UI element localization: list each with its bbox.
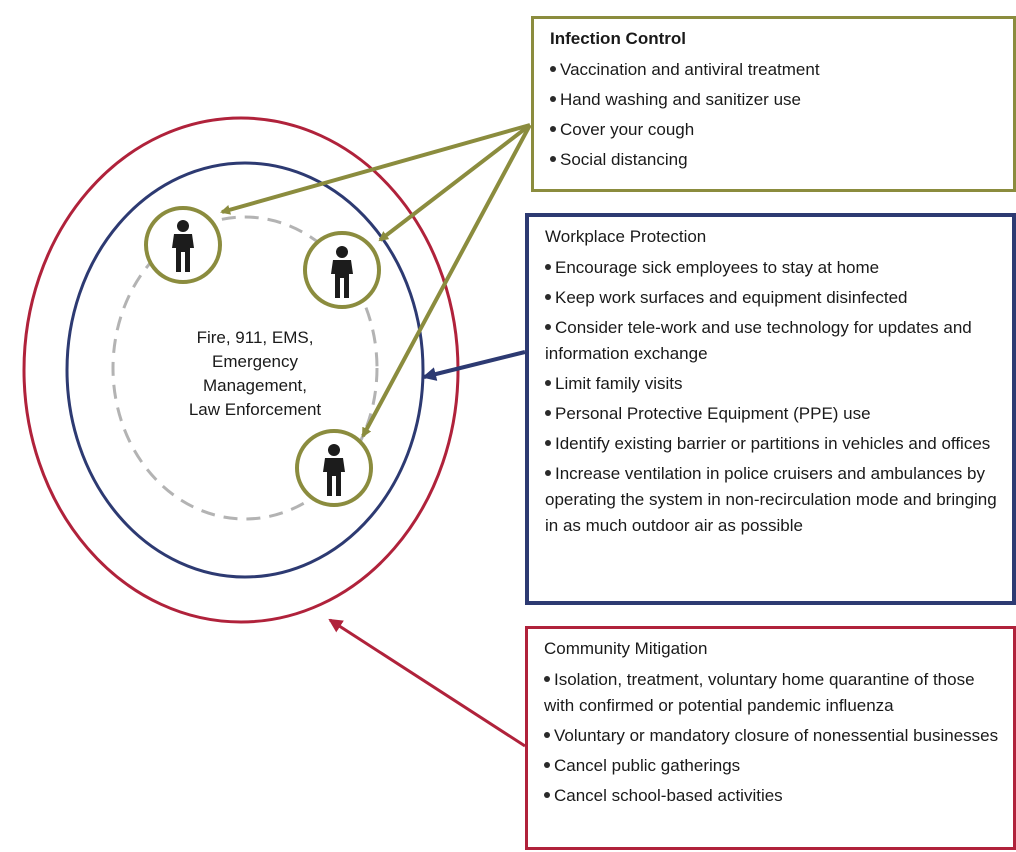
list-item-text: Keep work surfaces and equipment disinfe… bbox=[555, 288, 908, 307]
list-item: Identify existing barrier or partitions … bbox=[545, 431, 1002, 457]
list-item: Consider tele-work and use technology fo… bbox=[545, 315, 1002, 367]
bullet-icon bbox=[545, 263, 551, 270]
responder-group-1 bbox=[144, 206, 222, 284]
workplace-protection-box: Workplace Protection Encourage sick empl… bbox=[525, 213, 1016, 605]
infection-arrow-2 bbox=[378, 123, 532, 242]
community-mitigation-title: Community Mitigation bbox=[544, 639, 708, 658]
bullet-icon bbox=[544, 761, 550, 768]
community-mitigation-list: Isolation, treatment, voluntary home qua… bbox=[544, 667, 1003, 809]
list-item: Limit family visits bbox=[545, 371, 1002, 397]
bullet-icon bbox=[544, 675, 550, 682]
list-item: Vaccination and antiviral treatment bbox=[550, 57, 1003, 83]
bullet-icon bbox=[544, 791, 550, 798]
workplace-protection-title: Workplace Protection bbox=[545, 227, 707, 246]
infection-arrow-3 bbox=[361, 124, 532, 438]
list-item: Increase ventilation in police cruisers … bbox=[545, 461, 1002, 539]
list-item-text: Hand washing and sanitizer use bbox=[560, 90, 801, 109]
list-item: Isolation, treatment, voluntary home qua… bbox=[544, 667, 1003, 719]
list-item-text: Cancel public gatherings bbox=[554, 756, 741, 775]
infection-control-list: Vaccination and antiviral treatment Hand… bbox=[550, 57, 1003, 173]
bullet-icon bbox=[544, 731, 550, 738]
list-item-text: Cancel school-based activities bbox=[554, 786, 783, 805]
list-item: Keep work surfaces and equipment disinfe… bbox=[545, 285, 1002, 311]
list-item: Cancel school-based activities bbox=[544, 783, 1003, 809]
bullet-icon bbox=[550, 95, 556, 102]
list-item-text: Consider tele-work and use technology fo… bbox=[545, 318, 972, 363]
list-item-text: Identify existing barrier or partitions … bbox=[555, 434, 991, 453]
list-item-text: Social distancing bbox=[560, 150, 688, 169]
bullet-icon bbox=[545, 469, 551, 476]
bullet-icon bbox=[550, 65, 556, 72]
infection-arrow-1 bbox=[220, 123, 531, 215]
workplace-protection-list: Encourage sick employees to stay at home… bbox=[545, 255, 1002, 539]
bullet-icon bbox=[545, 323, 551, 330]
center-label-line: Law Enforcement bbox=[188, 400, 322, 419]
bullet-icon bbox=[545, 379, 551, 386]
list-item-text: Vaccination and antiviral treatment bbox=[560, 60, 820, 79]
center-label-line: Management, bbox=[203, 376, 307, 395]
workplace-arrow bbox=[422, 350, 526, 381]
responders-dashed-circle bbox=[111, 215, 379, 521]
community-mitigation-box: Community Mitigation Isolation, treatmen… bbox=[525, 626, 1016, 850]
list-item: Cancel public gatherings bbox=[544, 753, 1003, 779]
list-item: Cover your cough bbox=[550, 117, 1003, 143]
list-item-text: Cover your cough bbox=[560, 120, 695, 139]
responder-group-3 bbox=[295, 429, 373, 507]
center-label-line: Emergency bbox=[212, 352, 298, 371]
responder-group-2 bbox=[303, 231, 381, 309]
list-item-text: Voluntary or mandatory closure of noness… bbox=[554, 726, 999, 745]
list-item-text: Isolation, treatment, voluntary home qua… bbox=[544, 670, 975, 715]
bullet-icon bbox=[550, 155, 556, 162]
list-item: Encourage sick employees to stay at home bbox=[545, 255, 1002, 281]
center-label-line: Fire, 911, EMS, bbox=[196, 328, 314, 347]
list-item: Personal Protective Equipment (PPE) use bbox=[545, 401, 1002, 427]
bullet-icon bbox=[550, 125, 556, 132]
list-item: Social distancing bbox=[550, 147, 1003, 173]
bullet-icon bbox=[545, 409, 551, 416]
infection-control-title: Infection Control bbox=[550, 29, 686, 48]
center-label: Fire, 911, EMS, Emergency Management, La… bbox=[140, 326, 370, 422]
list-item-text: Encourage sick employees to stay at home bbox=[555, 258, 880, 277]
bullet-icon bbox=[545, 439, 551, 446]
bullet-icon bbox=[545, 293, 551, 300]
list-item: Voluntary or mandatory closure of noness… bbox=[544, 723, 1003, 749]
list-item-text: Personal Protective Equipment (PPE) use bbox=[555, 404, 871, 423]
list-item-text: Limit family visits bbox=[555, 374, 683, 393]
list-item-text: Increase ventilation in police cruisers … bbox=[545, 464, 997, 535]
infection-control-box: Infection Control Vaccination and antivi… bbox=[531, 16, 1016, 192]
community-arrow bbox=[328, 618, 526, 748]
list-item: Hand washing and sanitizer use bbox=[550, 87, 1003, 113]
